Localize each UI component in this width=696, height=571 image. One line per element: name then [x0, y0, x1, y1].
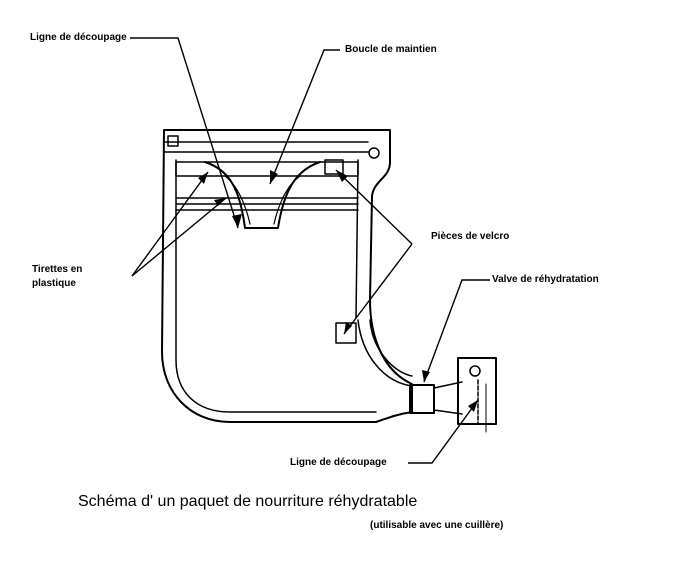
- label-velcro: Pièces de velcro: [431, 231, 510, 242]
- holding-loop: [204, 161, 321, 229]
- arrowhead-plastic-pull-2: [214, 198, 226, 206]
- label-holding-loop: Boucle de maintien: [345, 44, 437, 55]
- label-cut-line-top: Ligne de découpage: [30, 32, 127, 43]
- leader-cut-line-bottom: [408, 399, 479, 464]
- zip-band: [175, 161, 359, 177]
- label-plastic-pulls-line1: Tirettes en: [32, 264, 83, 275]
- arrowhead-velcro-top: [336, 170, 348, 182]
- corner-square: [167, 135, 179, 147]
- leader-velcro-bottom: [343, 243, 413, 335]
- label-cut-line-bottom: Ligne de découpage: [290, 457, 387, 468]
- valve-body: [409, 384, 435, 414]
- holding-loop-inner: [224, 175, 301, 225]
- arrowhead-cut-line-top: [232, 214, 242, 228]
- leader-velcro-top: [335, 169, 413, 245]
- arrowhead-cut-line-bottom: [468, 400, 478, 412]
- arrowhead-plastic-pull-1: [198, 172, 208, 184]
- arrowhead-valve: [422, 370, 430, 382]
- leader-plastic-pull-1: [131, 171, 209, 277]
- velcro-piece-top: [324, 159, 344, 175]
- hanging-hole: [368, 147, 380, 159]
- bag-inner-right-seam: [355, 159, 359, 319]
- label-rehydration-valve: Valve de réhydratation: [492, 274, 599, 285]
- valve-tab-hole: [469, 365, 481, 377]
- arrowhead-holding-loop: [270, 170, 278, 184]
- leader-cut-line-top: [130, 37, 239, 229]
- bag-outline: [161, 129, 413, 423]
- arrowhead-velcro-bottom: [344, 322, 352, 334]
- bag-inner-outline: [175, 159, 377, 413]
- leader-holding-loop: [269, 49, 340, 185]
- caption-title: Schéma d' un paquet de nourriture réhydr…: [78, 493, 418, 510]
- valve-tab: [457, 357, 497, 425]
- leader-plastic-pull-2: [131, 197, 227, 277]
- tube: [357, 319, 413, 387]
- label-plastic-pulls-line2: plastique: [32, 278, 76, 289]
- caption-subtitle: (utilisable avec une cuillère): [370, 520, 504, 531]
- leader-valve: [423, 279, 490, 383]
